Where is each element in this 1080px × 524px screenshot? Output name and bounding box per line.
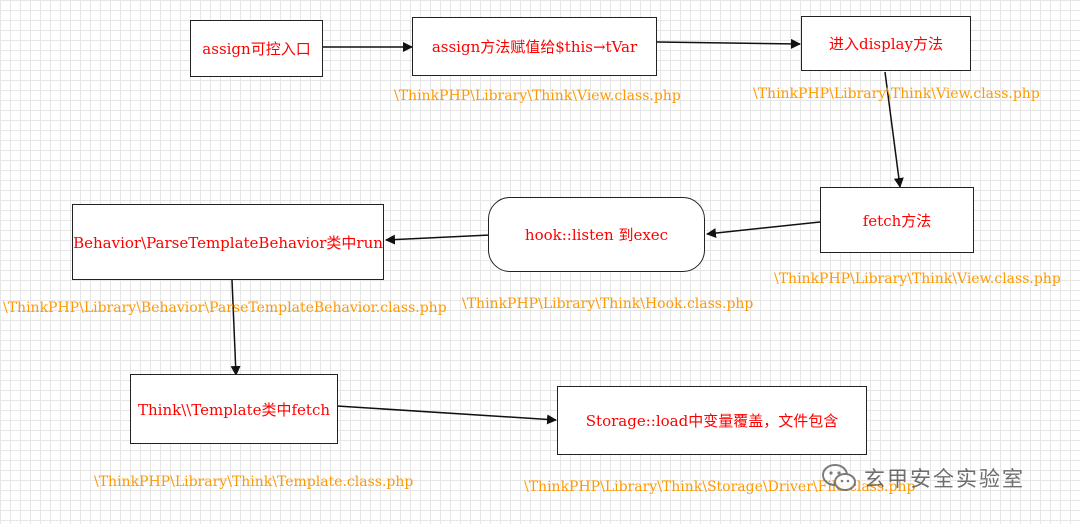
path-label-view-3: \ThinkPHP\Library\Think\View.class.php [774, 271, 1061, 287]
path-label-view-2: \ThinkPHP\Library\Think\View.class.php [753, 86, 1040, 102]
node-display: 进入display方法 [801, 16, 971, 71]
node-behavior: Behavior\ParseTemplateBehavior类中run [72, 204, 384, 280]
arrow-fetch-to-hook [706, 221, 821, 239]
node-assign-method: assign方法赋值给$this→tVar [412, 17, 657, 76]
watermark: 玄甲安全实验室 [822, 460, 1025, 496]
arrow-behavior-to-template [230, 279, 241, 376]
watermark-text: 玄甲安全实验室 [864, 467, 1025, 491]
path-label-template: \ThinkPHP\Library\Think\Template.class.p… [94, 474, 414, 490]
path-label-behavior: \ThinkPHP\Library\Behavior\ParseTemplate… [3, 300, 447, 316]
node-fetch: fetch方法 [820, 187, 974, 253]
arrow-hook-to-behavior [385, 234, 491, 245]
arrow-template-to-storage [336, 405, 557, 425]
node-hook: hook::listen 到exec [488, 197, 705, 272]
node-template: Think\\Template类中fetch [130, 374, 338, 444]
wechat-icon [822, 464, 856, 491]
node-assign-entry: assign可控入口 [190, 20, 323, 77]
path-label-hook: \ThinkPHP\Library\Think\Hook.class.php [462, 296, 754, 312]
path-label-view-1: \ThinkPHP\Library\Think\View.class.php [394, 88, 681, 104]
arrow-display-to-fetch [884, 71, 904, 188]
path-label-storage: \ThinkPHP\Library\Think\Storage\Driver\F… [524, 479, 916, 495]
node-storage: Storage::load中变量覆盖，文件包含 [557, 386, 867, 455]
arrow-assign-to-display [656, 38, 801, 49]
